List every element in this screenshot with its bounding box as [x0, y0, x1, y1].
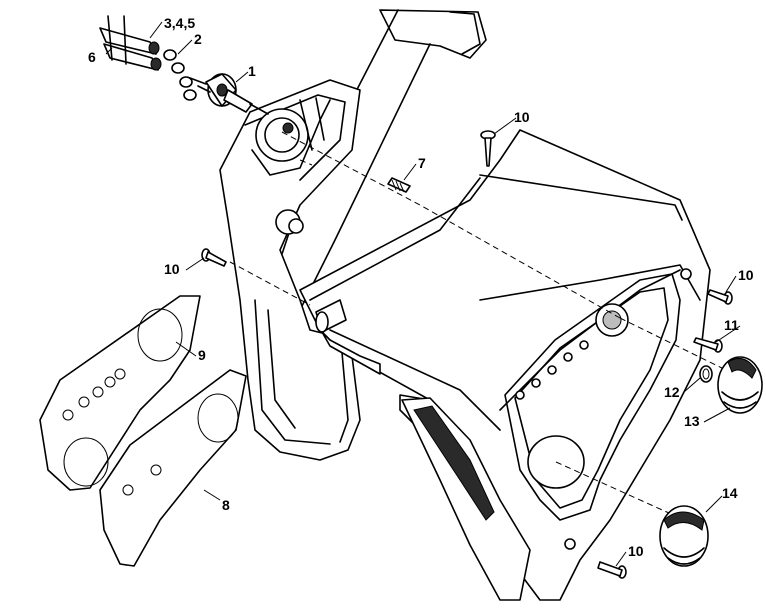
- part-12-ring: [699, 365, 713, 383]
- callouts: 3,4,5 2 6 1 10 7 10 10 11 9 12 13 8 14 1…: [88, 15, 754, 559]
- screw-10-bottom: [597, 561, 627, 579]
- callout-3-4-5: 3,4,5: [164, 15, 195, 31]
- callout-7: 7: [418, 155, 426, 171]
- part-345-capacitors: [99, 15, 162, 71]
- screw-10-top: [480, 130, 496, 167]
- callout-10-right: 10: [738, 267, 754, 283]
- part-8-decal: [99, 369, 247, 567]
- leader-lines: [105, 21, 741, 567]
- callout-14: 14: [722, 485, 738, 501]
- part-9-decal: [39, 295, 201, 491]
- part-1-shaft: [189, 73, 269, 115]
- assembly-lines: [229, 131, 731, 519]
- callout-10-top: 10: [514, 109, 530, 125]
- screw-7: [387, 177, 411, 193]
- left-frame: [219, 79, 361, 461]
- callout-2: 2: [194, 31, 202, 47]
- screw-10-right: [707, 289, 733, 305]
- main-housing: [299, 129, 711, 601]
- part-13-knob: [717, 356, 763, 414]
- callout-10-bottom: 10: [628, 543, 644, 559]
- callout-1: 1: [248, 63, 256, 79]
- screw-10-left: [201, 248, 227, 267]
- callout-13: 13: [684, 413, 700, 429]
- part-14-knob: [659, 505, 709, 567]
- callout-11: 11: [724, 317, 739, 333]
- callout-9: 9: [198, 347, 206, 363]
- callout-8: 8: [222, 497, 230, 513]
- screw-11: [693, 337, 723, 353]
- callout-12: 12: [664, 384, 680, 400]
- callout-10-left: 10: [164, 261, 180, 277]
- part-2-clips: [163, 49, 197, 101]
- callout-6: 6: [88, 49, 96, 65]
